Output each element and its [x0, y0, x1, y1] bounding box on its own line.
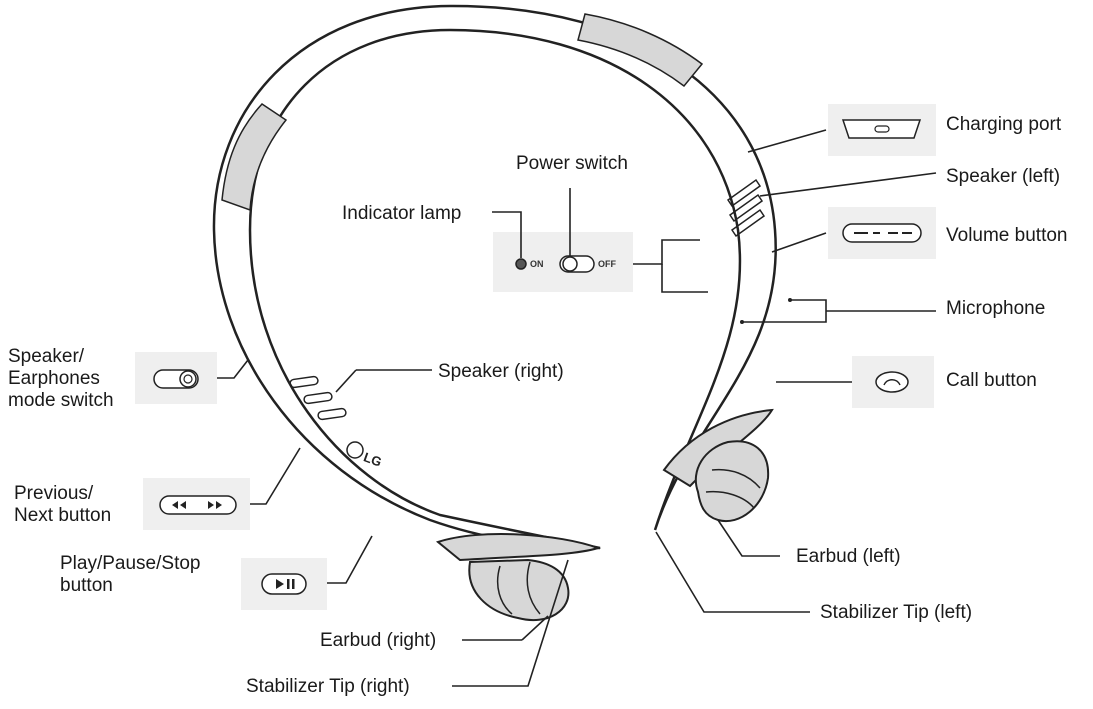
label-speaker-left: Speaker (left)	[946, 166, 1061, 187]
stabilizer-tip-right	[435, 533, 602, 562]
label-speaker-right: Speaker (right)	[438, 361, 564, 382]
label-microphone: Microphone	[946, 298, 1046, 319]
speaker-left-grille	[726, 178, 766, 238]
band-accent-right	[577, 13, 704, 88]
svg-text:LG: LG	[362, 449, 384, 469]
indicator-lamp-icon	[515, 258, 527, 270]
label-stabilizer-tip-left: Stabilizer Tip (left)	[820, 602, 973, 623]
charging-port-icon	[841, 119, 922, 139]
label-volume-button: Volume button	[946, 225, 1068, 246]
label-previous-next: Previous/ Next button	[14, 483, 112, 526]
label-mode-switch: Speaker/ Earphones mode switch	[8, 346, 114, 411]
svg-text:OFF: OFF	[598, 259, 616, 269]
label-power-switch: Power switch	[516, 153, 628, 174]
label-call-button: Call button	[946, 370, 1037, 391]
earbud-left	[694, 440, 770, 523]
mode-switch-icon	[153, 369, 199, 389]
lg-logo: LG	[346, 441, 384, 470]
label-charging-port: Charging port	[946, 114, 1062, 135]
prev-next-icon	[159, 495, 237, 515]
leader-lines	[217, 129, 937, 687]
label-indicator-lamp: Indicator lamp	[342, 203, 462, 224]
volume-button-icon	[842, 223, 922, 243]
label-stabilizer-tip-right: Stabilizer Tip (right)	[246, 676, 410, 697]
earbud-right	[468, 558, 570, 622]
play-pause-icon	[261, 573, 307, 595]
label-earbud-left: Earbud (left)	[796, 546, 901, 567]
svg-text:ON: ON	[530, 259, 544, 269]
label-play-pause-stop: Play/Pause/Stop button	[60, 553, 201, 596]
label-earbud-right: Earbud (right)	[320, 630, 437, 651]
speaker-right-grille	[289, 375, 347, 421]
band-accent-left	[221, 103, 288, 212]
call-button-icon	[875, 371, 909, 393]
